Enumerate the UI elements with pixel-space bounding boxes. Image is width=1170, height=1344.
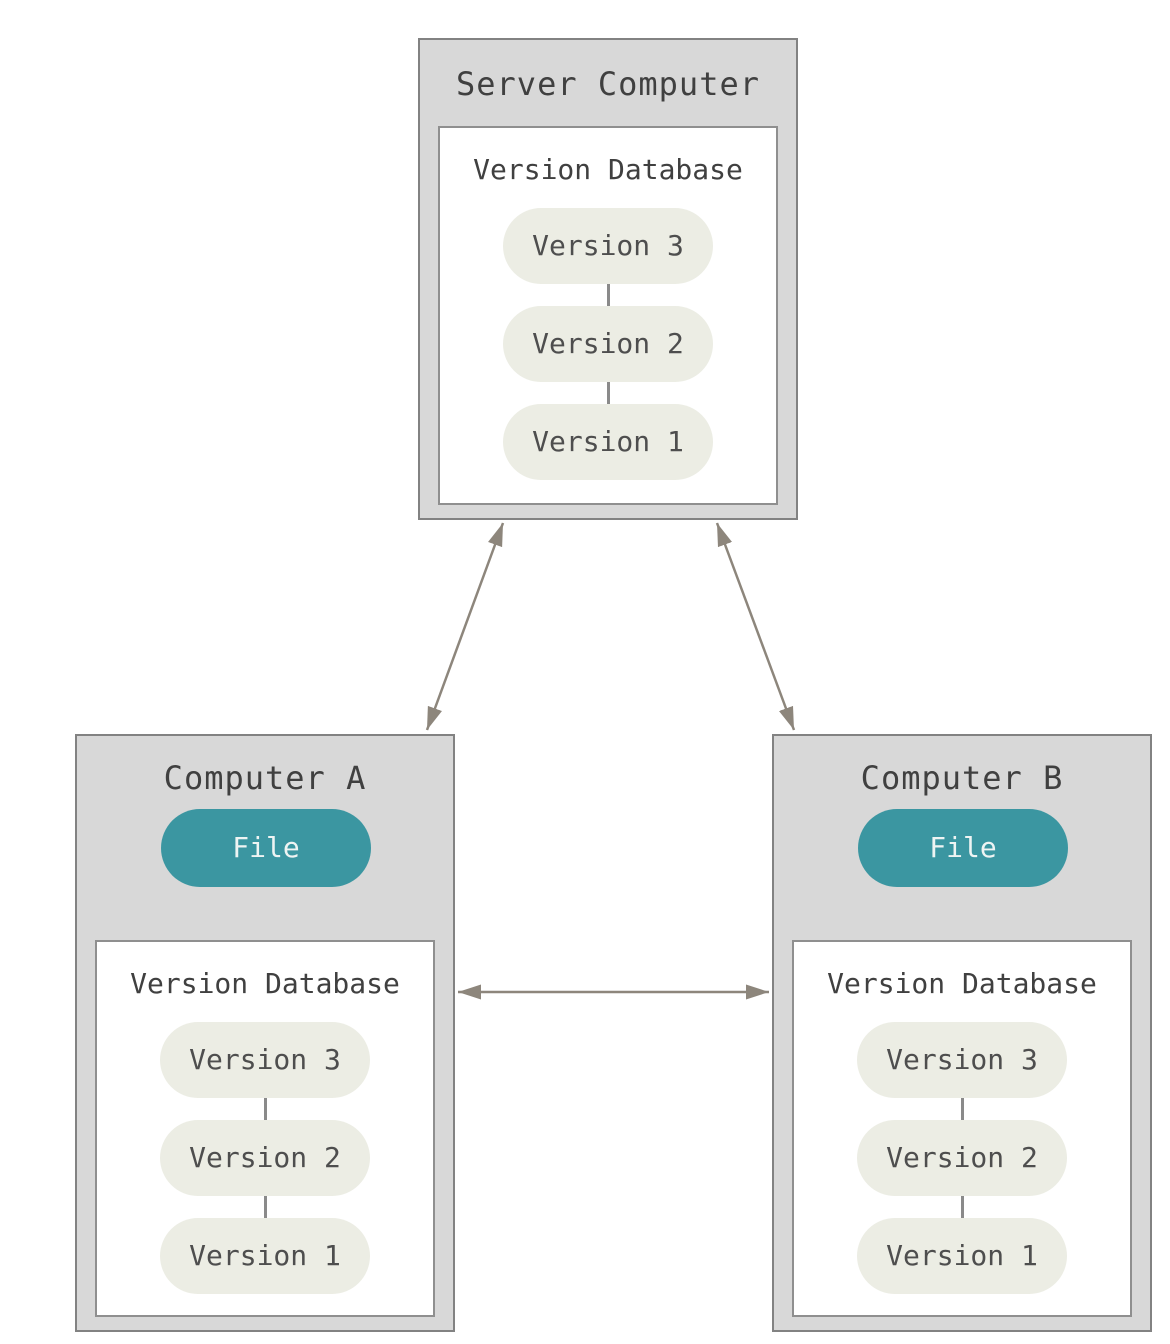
version-pill: Version 1 xyxy=(160,1218,370,1294)
computer-b-version-list: Version 3 Version 2 Version 1 xyxy=(794,1022,1130,1294)
version-pill: Version 2 xyxy=(160,1120,370,1196)
pill-connector xyxy=(606,382,610,404)
version-pill: Version 3 xyxy=(160,1022,370,1098)
version-pill: Version 1 xyxy=(857,1218,1067,1294)
computer-b-title: Computer B xyxy=(860,759,1064,797)
server-version-database-box: Version Database Version 3 Version 2 Ver… xyxy=(438,126,778,505)
pill-connector xyxy=(960,1098,964,1120)
version-pill: Version 3 xyxy=(503,208,713,284)
computer-b-version-database-title: Version Database xyxy=(827,967,1097,1000)
pill-connector xyxy=(263,1098,267,1120)
file-pill-a: File xyxy=(161,809,371,887)
file-pill-b: File xyxy=(858,809,1068,887)
server-computer-box: Server Computer Version Database Version… xyxy=(418,38,798,520)
computer-a-version-database-title: Version Database xyxy=(130,967,400,1000)
arrow-server-to-computer-b xyxy=(715,522,796,731)
version-pill: Version 2 xyxy=(857,1120,1067,1196)
computer-a-title: Computer A xyxy=(163,759,367,797)
computer-a-version-database-box: Version Database Version 3 Version 2 Ver… xyxy=(95,940,435,1317)
server-version-list: Version 3 Version 2 Version 1 xyxy=(440,208,776,480)
version-pill: Version 1 xyxy=(503,404,713,480)
version-pill: Version 2 xyxy=(503,306,713,382)
computer-a-box: Computer A File Version Database Version… xyxy=(75,734,455,1332)
pill-connector xyxy=(263,1196,267,1218)
computer-b-box: Computer B File Version Database Version… xyxy=(772,734,1152,1332)
server-computer-title: Server Computer xyxy=(456,65,760,103)
pill-connector xyxy=(606,284,610,306)
pill-connector xyxy=(960,1196,964,1218)
version-pill: Version 3 xyxy=(857,1022,1067,1098)
arrow-server-to-computer-a xyxy=(425,522,505,731)
computer-a-version-list: Version 3 Version 2 Version 1 xyxy=(97,1022,433,1294)
server-version-database-title: Version Database xyxy=(473,153,743,186)
computer-b-version-database-box: Version Database Version 3 Version 2 Ver… xyxy=(792,940,1132,1317)
